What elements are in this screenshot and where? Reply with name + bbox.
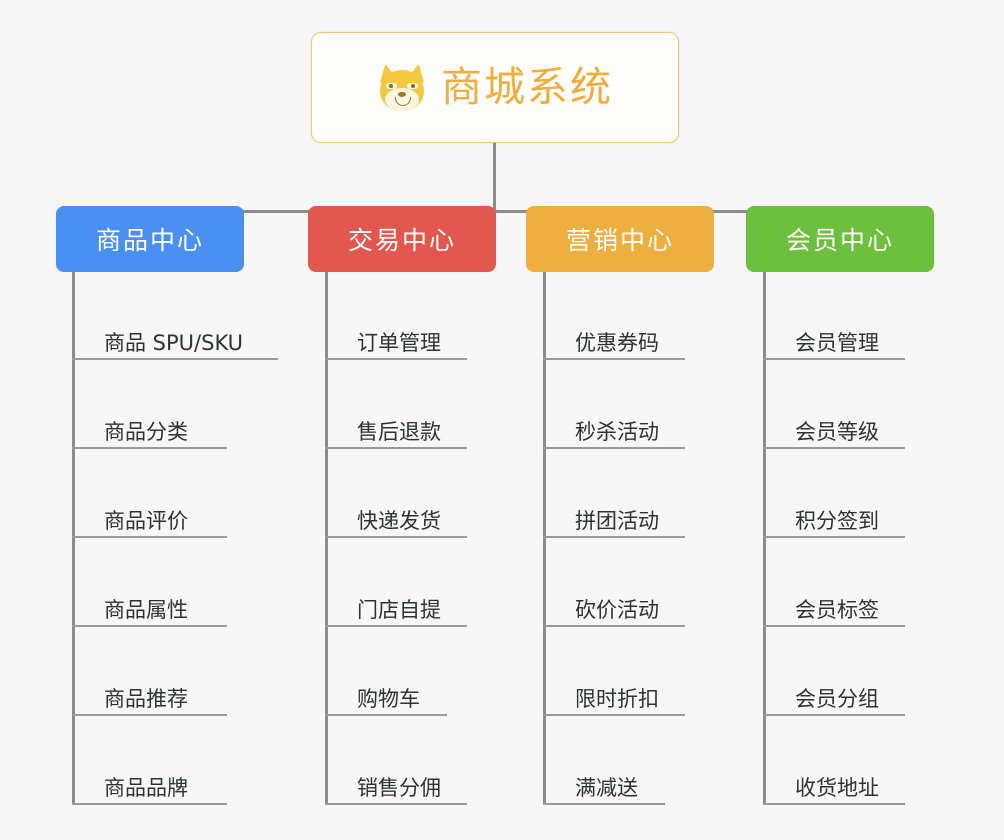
leaf-item-label: 订单管理 [357,331,441,355]
leaf-item[interactable]: 订单管理 [325,318,467,360]
leaf-item[interactable]: 积分签到 [763,496,905,538]
leaf-item[interactable]: 购物车 [325,674,447,716]
leaf-item-label: 会员标签 [795,598,879,622]
column-rail-marketing-center [543,272,546,805]
column-rail-trade-center [325,272,328,805]
category-box-product-center[interactable]: 商品中心 [56,206,244,272]
leaf-item-label: 门店自提 [357,598,441,622]
leaf-item[interactable]: 商品品牌 [72,763,227,805]
leaf-item[interactable]: 拼团活动 [543,496,685,538]
category-box-label: 交易中心 [347,226,456,255]
leaf-item[interactable]: 限时折扣 [543,674,685,716]
leaf-item-label: 优惠券码 [575,331,659,355]
category-box-label: 营销中心 [565,226,674,255]
leaf-item[interactable]: 优惠券码 [543,318,685,360]
leaf-item-label: 会员管理 [795,331,879,355]
leaf-item[interactable]: 满减送 [543,763,665,805]
leaf-item-label: 秒杀活动 [575,420,659,444]
leaf-item[interactable]: 快递发货 [325,496,467,538]
leaf-item-label: 砍价活动 [575,598,659,622]
root-node-title: 商城系统 [441,63,613,111]
leaf-item-label: 商品 SPU/SKU [104,331,244,355]
root-node-content: 商城系统 [376,61,613,112]
category-box-marketing-center[interactable]: 营销中心 [526,206,714,272]
leaf-item-label: 快递发货 [357,509,441,533]
category-box-trade-center[interactable]: 交易中心 [308,206,496,272]
leaf-item[interactable]: 门店自提 [325,585,467,627]
leaf-item-label: 商品推荐 [104,687,188,711]
leaf-item-label: 商品属性 [104,598,188,622]
root-node-shop-system[interactable]: 商城系统 [311,32,679,143]
leaf-item[interactable]: 商品分类 [72,407,227,449]
leaf-item-label: 商品品牌 [104,776,188,800]
category-box-label: 商品中心 [95,226,204,255]
leaf-item-label: 限时折扣 [575,687,659,711]
leaf-item[interactable]: 砍价活动 [543,585,685,627]
leaf-item-label: 购物车 [357,687,420,711]
category-box-member-center[interactable]: 会员中心 [746,206,934,272]
category-box-label: 会员中心 [785,226,894,255]
leaf-item[interactable]: 会员标签 [763,585,905,627]
leaf-item-label: 满减送 [575,776,638,800]
leaf-item-label: 商品分类 [104,420,188,444]
leaf-item[interactable]: 秒杀活动 [543,407,685,449]
leaf-item-label: 拼团活动 [575,509,659,533]
column-rail-member-center [763,272,766,805]
leaf-item-label: 商品评价 [104,509,188,533]
leaf-item[interactable]: 商品推荐 [72,674,227,716]
leaf-item[interactable]: 售后退款 [325,407,467,449]
leaf-item-label: 会员等级 [795,420,879,444]
leaf-item[interactable]: 会员分组 [763,674,905,716]
leaf-item-label: 销售分佣 [357,776,441,800]
leaf-item[interactable]: 收货地址 [763,763,905,805]
leaf-item-label: 积分签到 [795,509,879,533]
leaf-item[interactable]: 销售分佣 [325,763,467,805]
leaf-item[interactable]: 商品 SPU/SKU [72,318,278,360]
connector-trunk-vertical [493,143,496,213]
leaf-item-label: 会员分组 [795,687,879,711]
leaf-item-label: 售后退款 [357,420,441,444]
leaf-item-label: 收货地址 [795,776,879,800]
leaf-item[interactable]: 会员管理 [763,318,905,360]
leaf-item[interactable]: 商品属性 [72,585,227,627]
shiba-inu-dog-face-icon [376,61,428,112]
leaf-item[interactable]: 会员等级 [763,407,905,449]
column-rail-product-center [72,272,75,805]
leaf-item[interactable]: 商品评价 [72,496,227,538]
